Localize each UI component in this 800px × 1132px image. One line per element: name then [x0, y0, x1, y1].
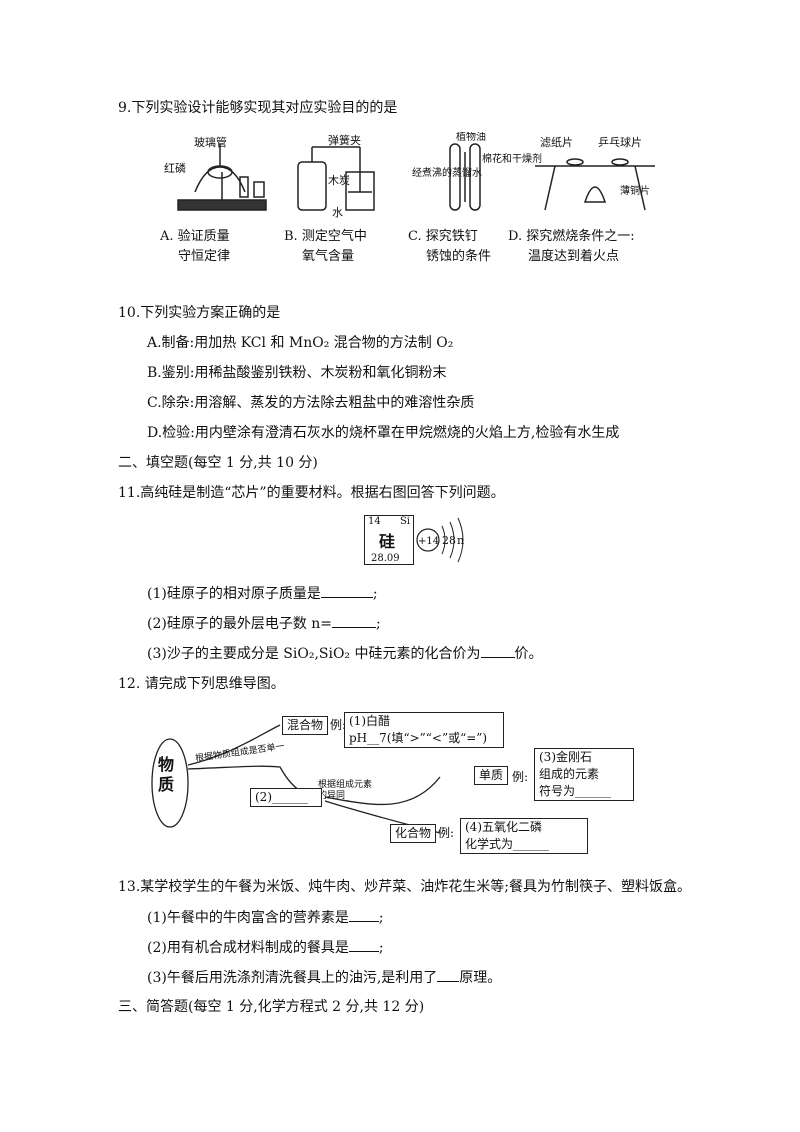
q11-part-2: (2)硅原子的最外层电子数 n=;: [147, 613, 381, 634]
q13-part-1: (1)午餐中的牛肉富含的营养素是;: [147, 907, 384, 928]
mind-map-root: 物质: [158, 755, 175, 794]
label-glass-tube: 玻璃管: [194, 135, 227, 149]
silicon-element-card: 14 Si 硅 28.09: [364, 515, 414, 565]
q13-stem: 13.某学校学生的午餐为米饭、炖牛肉、炒芹菜、油炸花生米等;餐具为竹制筷子、塑料…: [118, 879, 691, 895]
q11-part-3: (3)沙子的主要成分是 SiO₂,SiO₂ 中硅元素的化合价为价。: [147, 643, 543, 664]
answer-blank[interactable]: [480, 643, 515, 658]
element-name: 硅: [379, 532, 396, 551]
label-water: 水: [332, 206, 343, 219]
section-2-heading: 二、填空题(每空 1 分,共 10 分): [118, 455, 318, 471]
element-symbol: Si: [399, 516, 410, 527]
silicon-atom-diagram: +14 2 8 n: [416, 517, 464, 563]
label-spring-clip: 弹簧夹: [328, 133, 361, 147]
option-a-caption: A. 验证质量 守恒定律: [160, 229, 231, 264]
label-cotton-desiccant: 棉花和干燥剂: [482, 152, 542, 165]
compound-example-label: 例:: [438, 826, 455, 840]
q11-part-1: (1)硅原子的相对原子质量是;: [147, 583, 378, 604]
shell-3: n: [457, 534, 464, 547]
pure-substance-blank[interactable]: (2)______: [250, 788, 322, 807]
answer-blank[interactable]: [348, 937, 379, 952]
mixture-example-label: 例:: [330, 718, 347, 732]
option-b-caption: B. 测定空气中 氧气含量: [284, 229, 367, 264]
atomic-number: 14: [368, 516, 381, 527]
shell-1: 2: [442, 534, 449, 547]
element-example-label: 例:: [512, 770, 529, 784]
answer-blank[interactable]: [332, 613, 377, 628]
compound-example-box: (4)五氧化二磷 化学式为______: [460, 818, 588, 854]
answer-blank[interactable]: [320, 583, 373, 598]
label-copper-plate: 薄铜片: [620, 184, 650, 197]
q10-option-a: A.制备:用加热 KCl 和 MnO₂ 混合物的方法制 O₂: [147, 335, 454, 351]
mixture-example-box: (1)白醋 pH__7(填“>”“<”或“=”): [344, 712, 504, 748]
element-example-box: (3)金刚石 组成的元素 符号为______: [534, 748, 634, 801]
mixture-node: 混合物: [282, 716, 329, 735]
label-plant-oil: 植物油: [456, 132, 486, 143]
nucleus-charge: +14: [418, 536, 439, 547]
compound-node: 化合物: [390, 824, 437, 843]
q10-option-d: D.检验:用内壁涂有澄清石灰水的烧杯罩在甲烷燃烧的火焰上方,检验有水生成: [147, 425, 620, 441]
answer-blank[interactable]: [437, 967, 460, 982]
q10-option-c: C.除杂:用溶解、蒸发的方法除去粗盐中的难溶性杂质: [147, 395, 475, 411]
q9-stem: 9.下列实验设计能够实现其对应实验目的的是: [118, 100, 398, 116]
label-boiled-water: 经煮沸的蒸馏水: [412, 166, 482, 179]
q11-stem: 11.高纯硅是制造“芯片”的重要材料。根据右图回答下列问题。: [118, 485, 505, 501]
q10-option-b: B.鉴别:用稀盐酸鉴别铁粉、木炭粉和氧化铜粉末: [147, 365, 447, 381]
q12-stem: 12. 请完成下列思维导图。: [118, 676, 285, 692]
label-pingpong: 乒乓球片: [598, 135, 642, 149]
element-substance-node: 单质: [474, 766, 509, 785]
label-charcoal: 木炭: [328, 174, 350, 187]
atomic-mass: 28.09: [371, 553, 400, 564]
option-d-caption: D. 探究燃烧条件之一: 温度达到着火点: [508, 229, 635, 264]
answer-blank[interactable]: [348, 907, 379, 922]
option-c-caption: C. 探究铁钉 锈蚀的条件: [408, 229, 492, 264]
q13-part-3: (3)午餐后用洗涤剂清洗餐具上的油污,是利用了原理。: [147, 967, 501, 988]
q10-stem: 10.下列实验方案正确的是: [118, 305, 281, 321]
mind-map-branch-2: 根据组成元素的异同: [318, 780, 373, 801]
label-red-phosphorus: 红磷: [164, 162, 186, 175]
q13-part-2: (2)用有机合成材料制成的餐具是;: [147, 937, 384, 958]
section-3-heading: 三、简答题(每空 1 分,化学方程式 2 分,共 12 分): [118, 999, 425, 1015]
shell-2: 8: [449, 534, 456, 547]
q9-apparatus-figure: 玻璃管 红磷 弹簧夹 木炭 水 经煮沸的蒸馏水 植物油 棉花和干燥剂 滤纸片 乒…: [164, 132, 655, 219]
label-filter-paper: 滤纸片: [540, 136, 573, 149]
